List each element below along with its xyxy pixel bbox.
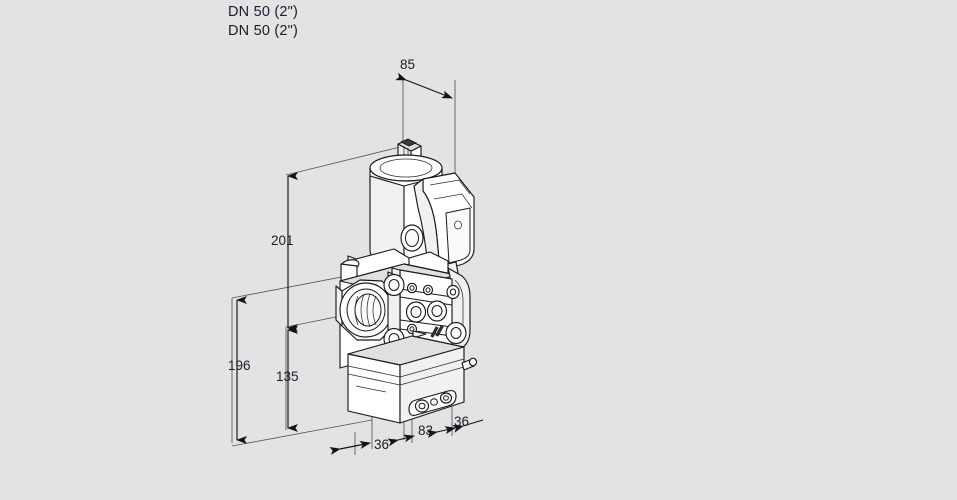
- dimension-label-36-left: 36: [374, 437, 390, 452]
- dimension-label-85: 85: [400, 57, 416, 72]
- dimension-line-36-right-tail: [452, 419, 484, 433]
- dimension-line-36-right: [426, 426, 456, 439]
- dimension-lines: [236, 72, 484, 455]
- dimension-label-196: 196: [228, 358, 251, 373]
- bottom-enclosure: [347, 335, 478, 424]
- dimension-label-201: 201: [271, 233, 294, 248]
- dimension-label-135: 135: [276, 369, 299, 384]
- dimension-line-36-left: [329, 441, 371, 455]
- dimension-label-83: 83: [418, 423, 434, 438]
- dimension-line-85: [395, 72, 453, 99]
- control-port-block: [391, 267, 453, 349]
- valve-assembly-drawing: [335, 138, 478, 424]
- dimension-line-83: [387, 434, 415, 447]
- dimension-label-36-right: 36: [454, 414, 470, 429]
- header-size-line-2: DN 50 (2"): [228, 23, 298, 39]
- header-size-line-1: DN 50 (2"): [228, 4, 298, 20]
